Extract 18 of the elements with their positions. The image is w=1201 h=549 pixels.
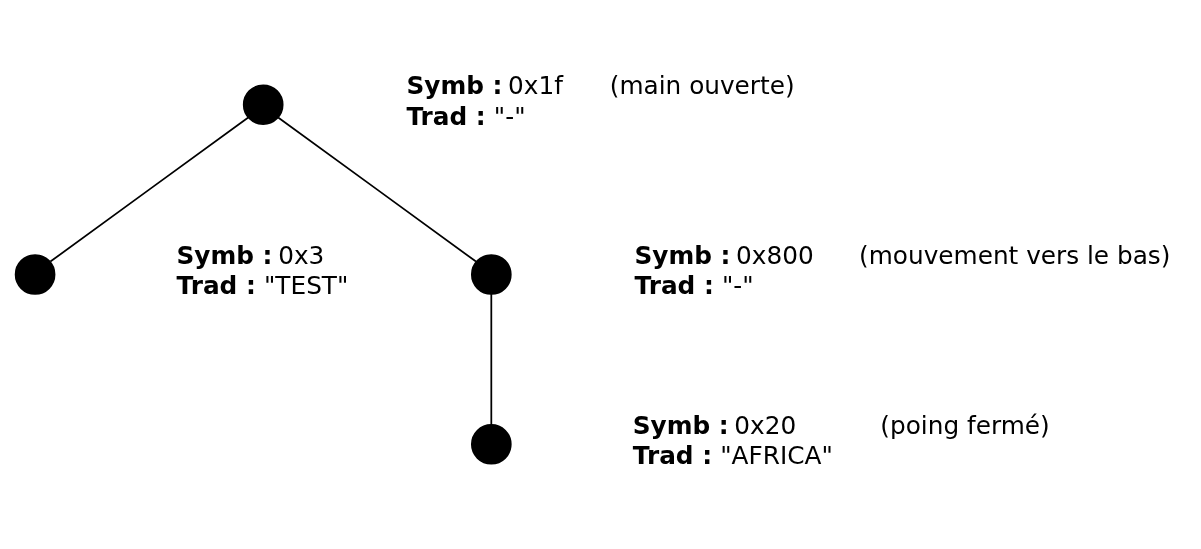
node-label: Symb : 0x1f	[406, 71, 563, 101]
node-label: Symb : 0x20	[632, 411, 797, 440]
node-label: Trad : "AFRICA"	[632, 441, 833, 471]
node-label: (poing fermé)	[880, 411, 1050, 440]
node-label: Symb : 0x800	[634, 241, 814, 271]
node-label: (mouvement vers le bas)	[859, 241, 1171, 271]
connector	[490, 293, 493, 426]
node-circle	[470, 254, 512, 295]
connector	[49, 116, 250, 263]
node-label: Trad : "-"	[406, 101, 526, 131]
node-label: (main ouverte)	[609, 71, 795, 101]
node-label: Trad : "-"	[634, 271, 754, 301]
node-label: Symb : 0x3	[176, 241, 325, 271]
node-label: Trad : "TEST"	[176, 271, 349, 301]
connector	[277, 116, 477, 263]
node-circle	[242, 84, 284, 126]
node-circle	[470, 423, 512, 465]
node-circle	[14, 254, 56, 295]
